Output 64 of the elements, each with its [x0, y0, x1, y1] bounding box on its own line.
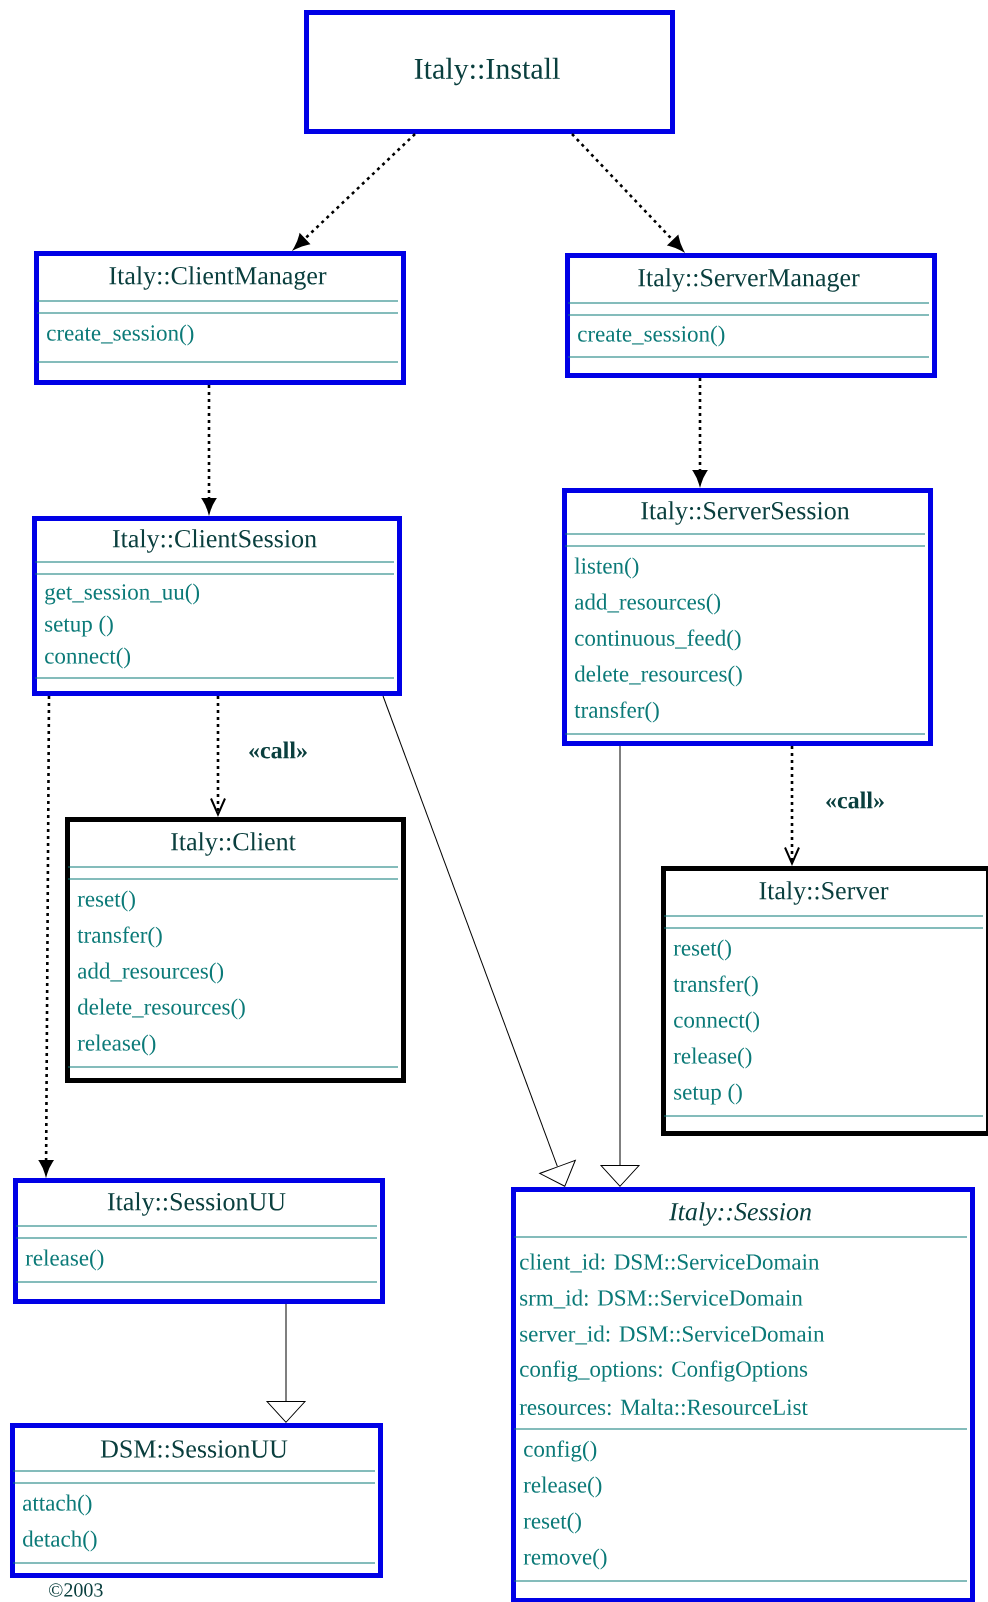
class-name: Italy::ClientManager — [109, 266, 327, 290]
operation: reset() — [673, 939, 731, 961]
attribute: resources: Malta::ResourceList — [519, 1398, 808, 1416]
operation: detach() — [23, 1530, 97, 1552]
operation: connect() — [45, 647, 131, 669]
class-name: Italy::SessionUU — [107, 1192, 286, 1216]
dependency-arrow — [39, 696, 53, 1175]
class-box — [65, 817, 406, 1083]
operation: create_session() — [47, 324, 194, 346]
attribute: server_id: DSM::ServiceDomain — [520, 1325, 825, 1345]
class-name: DSM::SessionUU — [100, 1440, 288, 1458]
class-box — [661, 866, 988, 1136]
class-box — [511, 1187, 975, 1602]
class-box — [32, 516, 402, 696]
operation: create_session() — [578, 325, 725, 347]
class-name: Italy::Install — [414, 57, 560, 86]
class-box — [562, 488, 933, 746]
operation: get_session_uu() — [45, 583, 200, 605]
class-name: Italy::ServerManager — [638, 268, 860, 292]
operation: reset() — [77, 890, 135, 912]
class-name: Italy::ClientSession — [112, 529, 317, 553]
attribute: client_id: DSM::ServiceDomain — [520, 1253, 820, 1273]
operation: setup () — [45, 615, 113, 637]
operation: release() — [523, 1476, 602, 1498]
class-box — [13, 1178, 385, 1304]
operation: transfer() — [673, 975, 758, 997]
generalization-arrow — [382, 695, 576, 1187]
operation: release() — [673, 1047, 752, 1069]
dependency-arrow — [693, 378, 707, 485]
dependency-arrow — [784, 746, 800, 866]
operation: config() — [524, 1440, 597, 1462]
class-name: Italy::Session — [668, 1202, 811, 1226]
operation: attach() — [23, 1494, 92, 1516]
operation: delete_resources() — [575, 665, 742, 687]
operation: continuous_feed() — [575, 629, 741, 651]
class-name: Italy::Server — [759, 881, 889, 905]
stereotype-label: «call» — [826, 791, 884, 809]
generalization-arrow — [266, 1303, 306, 1423]
attribute: config_options: ConfigOptions — [520, 1360, 808, 1382]
stereotype-label: «call» — [249, 741, 307, 759]
operation: transfer() — [574, 701, 659, 723]
class-box — [565, 253, 937, 378]
operation: connect() — [674, 1011, 760, 1033]
class-name: Italy::ServerSession — [641, 501, 850, 525]
dependency-arrow — [571, 133, 684, 251]
operation: add_resources() — [575, 593, 721, 615]
operation: release() — [77, 1034, 156, 1056]
class-box — [304, 10, 675, 134]
attribute: srm_id: DSM::ServiceDomain — [520, 1289, 803, 1309]
dependency-arrow — [294, 133, 416, 250]
generalization-arrow — [600, 745, 640, 1187]
operation: listen() — [574, 557, 639, 579]
dependency-arrow — [202, 385, 216, 513]
operation: setup () — [674, 1083, 742, 1105]
dependency-arrow — [210, 696, 226, 817]
operation: remove() — [523, 1548, 607, 1570]
class-box — [34, 251, 406, 385]
operation: add_resources() — [78, 962, 224, 984]
operation: release() — [25, 1249, 104, 1271]
operation: delete_resources() — [78, 998, 245, 1020]
class-box — [10, 1423, 383, 1578]
class-name: Italy::Client — [171, 832, 296, 856]
operation: reset() — [523, 1512, 581, 1534]
operation: transfer() — [77, 926, 162, 948]
